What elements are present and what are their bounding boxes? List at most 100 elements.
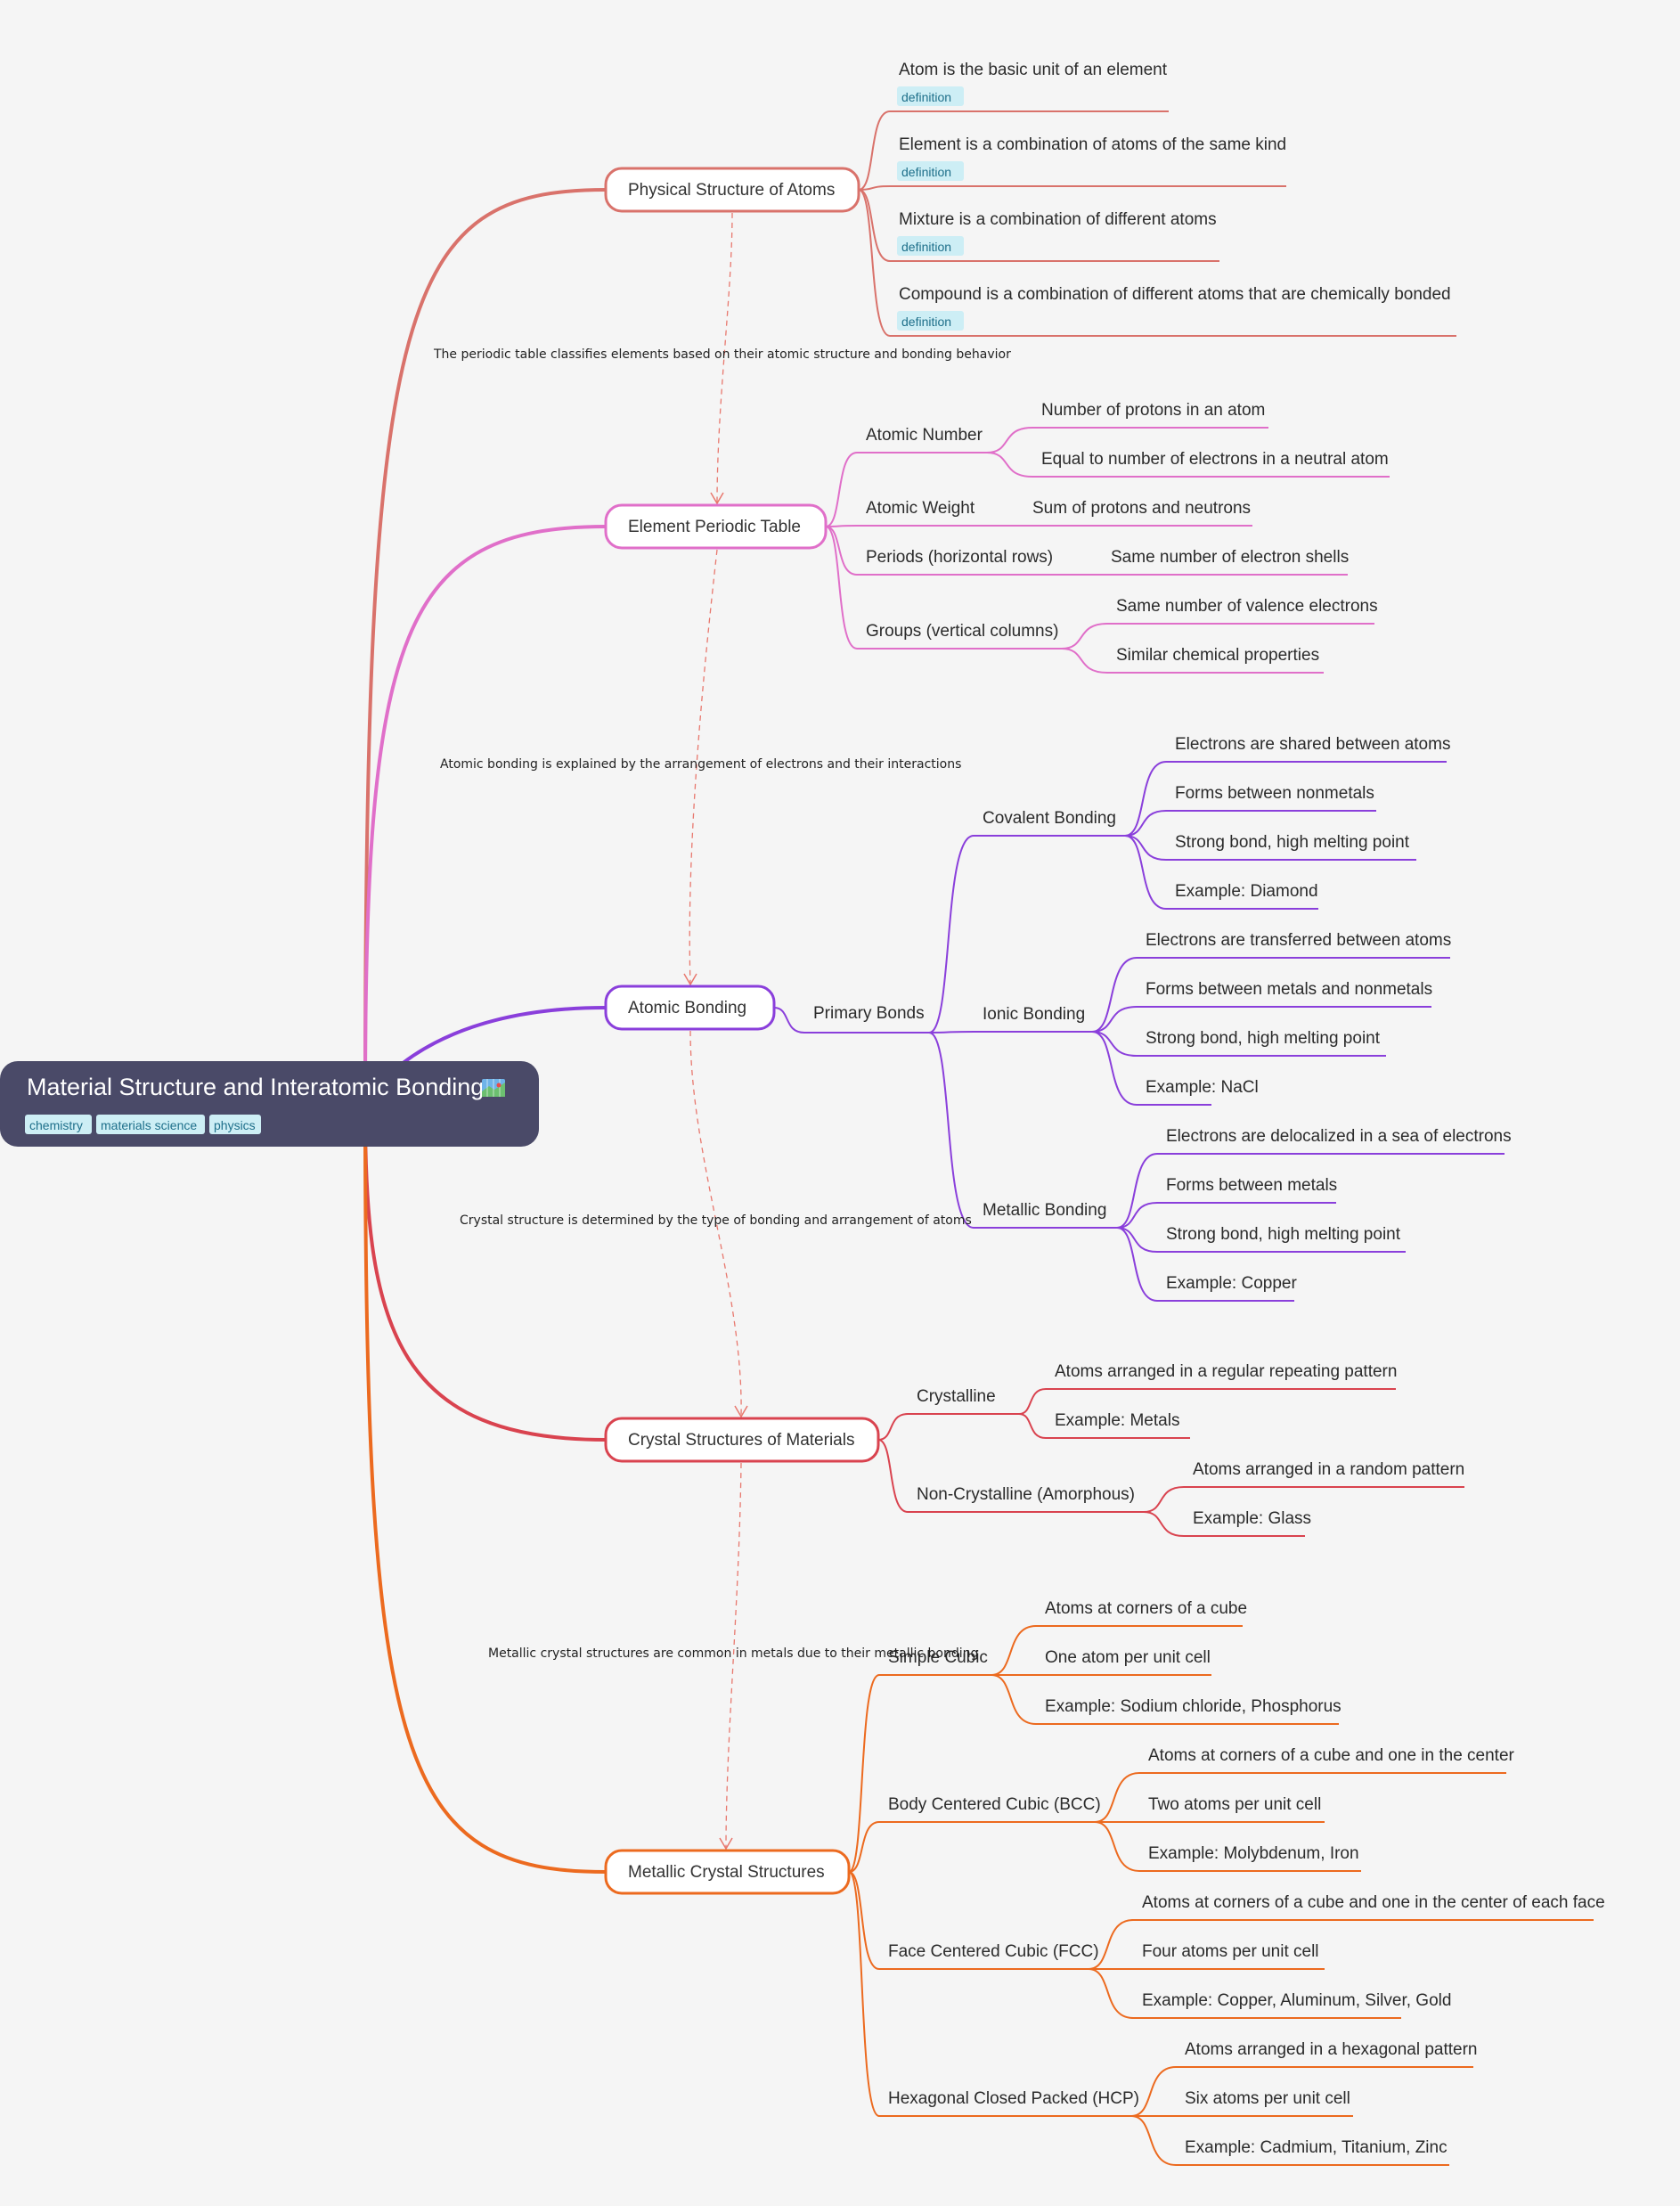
definition-tag-text: definition [901,315,951,329]
subtopic-text[interactable]: Atomic Number [866,426,983,445]
definition-tag-text: definition [901,240,951,254]
leaf-text[interactable]: Example: Copper, Aluminum, Silver, Gold [1142,1991,1451,2010]
subtopic-text[interactable]: Metallic Bonding [983,1201,1106,1220]
subtopic-text[interactable]: Body Centered Cubic (BCC) [888,1795,1101,1814]
leaf-text[interactable]: Forms between metals [1166,1176,1337,1195]
leaf-text[interactable]: Example: Glass [1193,1509,1311,1528]
definition-tag [897,311,964,331]
leaf-text[interactable]: Atom is the basic unit of an element [899,61,1168,79]
definition-tag-text: definition [901,90,951,104]
leaf-text[interactable]: Six atoms per unit cell [1185,2089,1350,2108]
leaf-text[interactable]: Forms between metals and nonmetals [1146,980,1432,999]
connector-line [1124,810,1376,837]
connector-line [848,1871,1131,2117]
map-emoji-icon [482,1079,505,1097]
connector-line [877,1439,1144,1513]
subtopic-text[interactable]: Crystalline [917,1387,996,1406]
subtopic-text[interactable]: Atomic Weight [866,499,975,518]
connector-line [848,1674,991,1873]
main-branch-line [363,188,607,1097]
main-topic-crystal-structures[interactable]: Crystal Structures of Materials [604,1417,880,1463]
leaf-text[interactable]: Electrons are delocalized in a sea of el… [1166,1127,1512,1146]
leaf-text[interactable]: Atoms at corners of a cube and one in th… [1142,1893,1605,1912]
connector-line [991,1674,1339,1725]
connector-line [1124,835,1416,861]
connector-line [825,452,987,527]
connector-line [986,452,1390,478]
leaf-text[interactable]: Forms between nonmetals [1175,784,1374,803]
main-topic-physical-structure[interactable]: Physical Structure of Atoms [604,167,860,213]
connector-line [986,427,1268,453]
main-topic-periodic-table[interactable]: Element Periodic Table [604,503,828,550]
connector-line [1061,623,1374,650]
connector-line [1091,1031,1211,1106]
leaf-text[interactable]: Example: NaCl [1146,1078,1259,1097]
leaf-text[interactable]: Strong bond, high melting point [1146,1029,1381,1048]
connector-line [1143,1486,1464,1513]
leaf-text[interactable]: Atoms at corners of a cube [1045,1599,1247,1618]
leaf-text[interactable]: Number of protons in an atom [1041,401,1265,420]
leaf-text[interactable]: Electrons are transferred between atoms [1146,931,1451,950]
leaf-text[interactable]: Atoms at corners of a cube and one in th… [1148,1746,1515,1765]
connector-line [1116,1202,1336,1229]
leaf-text[interactable]: Atoms arranged in a regular repeating pa… [1055,1362,1397,1381]
subtopic-text[interactable]: Face Centered Cubic (FCC) [888,1942,1099,1961]
leaf-text[interactable]: Similar chemical properties [1116,646,1319,665]
connector-line [858,110,1169,191]
connector-line [858,185,1286,191]
leaf-text[interactable]: Example: Sodium chloride, Phosphorus [1045,1697,1342,1716]
connector-line [1091,1031,1386,1057]
connector-line [1088,1919,1594,1970]
main-topic-atomic-bonding[interactable]: Atomic Bonding [604,985,776,1031]
connector-line [1091,1006,1431,1033]
connector-line [1018,1413,1190,1439]
leaf-text[interactable]: Compound is a combination of different a… [899,285,1451,304]
leaf-text[interactable]: Example: Diamond [1175,882,1318,901]
connector-line [773,1007,929,1034]
leaf-text[interactable]: Atoms arranged in a hexagonal pattern [1185,2040,1478,2059]
relationship-arrowhead [710,492,724,505]
relationship-dashed-line [689,549,718,985]
subtopic-text[interactable]: Hexagonal Closed Packed (HCP) [888,2089,1139,2108]
connector-line [1143,1511,1305,1537]
connector-line [1094,1821,1361,1872]
subtopic-text[interactable]: Simple Cubic [888,1648,988,1667]
leaf-text[interactable]: Example: Metals [1055,1411,1179,1430]
leaf-text[interactable]: Same number of electron shells [1111,548,1349,567]
leaf-text[interactable]: Example: Cadmium, Titanium, Zinc [1185,2138,1448,2157]
root-topic[interactable]: Material Structure and Interatomic Bondi… [0,1061,539,1147]
main-topic-metallic-crystal[interactable]: Metallic Crystal Structures [604,1849,851,1895]
subtopic-text[interactable]: Ionic Bonding [983,1005,1085,1024]
leaf-text[interactable]: Example: Molybdenum, Iron [1148,1844,1359,1863]
connector-line [1130,2115,1449,2166]
subtopic-text[interactable]: Primary Bonds [813,1004,925,1023]
subtopic-text[interactable]: Covalent Bonding [983,809,1116,828]
main-branch-line [363,1113,607,1874]
leaf-text[interactable]: Example: Copper [1166,1274,1297,1293]
leaf-text[interactable]: Electrons are shared between atoms [1175,735,1450,754]
leaf-text[interactable]: One atom per unit cell [1045,1648,1211,1667]
svg-text:chemistry: chemistry [29,1118,83,1132]
leaf-text[interactable]: Same number of valence electrons [1116,597,1378,616]
leaf-text[interactable]: Equal to number of electrons in a neutra… [1041,450,1389,469]
connector-line [1116,1153,1505,1229]
subtopic-text[interactable]: Periods (horizontal rows) [866,548,1053,567]
connector-line [1088,1968,1401,2019]
subtopic-text[interactable]: Non-Crystalline (Amorphous) [917,1485,1135,1504]
svg-text:Atomic Bonding: Atomic Bonding [628,999,746,1017]
relationship-label: The periodic table classifies elements b… [433,347,1011,362]
leaf-text[interactable]: Sum of protons and neutrons [1032,499,1251,518]
connector-line [1061,648,1324,674]
leaf-text[interactable]: Four atoms per unit cell [1142,1942,1319,1961]
connector-line [928,835,1125,1034]
leaf-text[interactable]: Mixture is a combination of different at… [899,210,1217,229]
relationship-dashed-line [716,212,733,504]
leaf-text[interactable]: Strong bond, high melting point [1166,1225,1401,1244]
leaf-text[interactable]: Element is a combination of atoms of the… [899,135,1286,154]
leaf-text[interactable]: Atoms arranged in a random pattern [1193,1460,1464,1479]
connector-line [825,526,1062,650]
connector-line [825,525,1007,527]
leaf-text[interactable]: Strong bond, high melting point [1175,833,1410,852]
leaf-text[interactable]: Two atoms per unit cell [1148,1795,1321,1814]
subtopic-text[interactable]: Groups (vertical columns) [866,622,1058,641]
